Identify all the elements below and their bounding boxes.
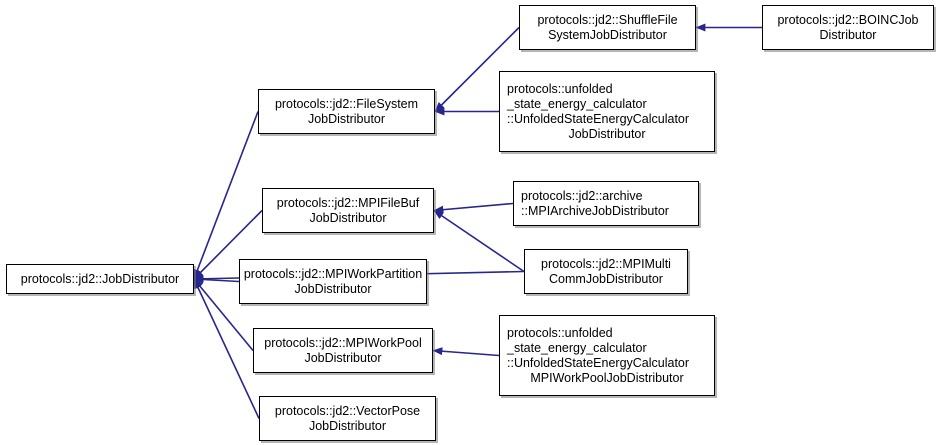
class-node-label-line: protocols::jd2::MPIFileBuf: [276, 195, 420, 210]
inheritance-edge: [193, 278, 260, 419]
inheritance-edge: [434, 26, 520, 113]
inheritance-edge: [433, 209, 525, 273]
class-node-label-line: protocols::unfolded: [507, 325, 613, 340]
class-node-label-line: protocols::jd2::VectorPose: [274, 403, 421, 418]
class-node-label-line: protocols::jd2::archive: [521, 188, 643, 203]
class-node-label-line: JobDistributor: [294, 281, 372, 296]
class-node-label-line: ::UnfoldedStateEnergyCalculator: [507, 111, 690, 126]
class-node-label-line: SystemJobDistributor: [548, 27, 667, 42]
inheritance-edge: [193, 278, 254, 352]
class-node-label-line: _state_energy_calculator: [507, 96, 647, 111]
class-node-mpiarchive[interactable]: protocols::jd2::archive::MPIArchiveJobDi…: [513, 181, 699, 226]
class-node-jobdistributor[interactable]: protocols::jd2::JobDistributor: [6, 264, 194, 294]
class-node-label-line: CommJobDistributor: [549, 271, 663, 286]
class-node-label-line: JobDistributor: [308, 418, 387, 433]
inheritance-edge: [433, 202, 514, 214]
class-node-label-line: ::MPIArchiveJobDistributor: [521, 203, 669, 218]
class-node-label-line: _state_energy_calculator: [507, 340, 647, 355]
class-node-label-line: Distributor: [819, 27, 877, 42]
class-node-label-line: ::UnfoldedStateEnergyCalculator: [507, 355, 690, 370]
class-node-label-line: JobDistributor: [307, 111, 386, 126]
class-node-unfolded-mpiworkpool[interactable]: protocols::unfolded_state_energy_calcula…: [499, 315, 715, 396]
class-node-unfolded-jd[interactable]: protocols::unfolded_state_energy_calcula…: [499, 71, 715, 152]
inheritance-edge: [193, 209, 263, 280]
class-node-label-line: protocols::jd2::ShuffleFile: [537, 12, 678, 27]
class-node-label-line: protocols::jd2::FileSystem: [274, 96, 419, 111]
class-node-label-line: protocols::jd2::MPIMulti: [541, 256, 671, 271]
class-node-label-line: protocols::jd2::MPIWorkPool: [264, 335, 422, 350]
class-node-label-line: JobDistributor: [304, 350, 382, 365]
class-node-label-line: protocols::unfolded: [507, 81, 613, 96]
class-node-label-line: protocols::jd2::MPIWorkPartition: [243, 266, 423, 281]
class-node-label-line: MPIWorkPoolJobDistributor: [530, 370, 684, 385]
class-node-label-line: JobDistributor: [568, 126, 646, 141]
class-node-label-line: protocols::jd2::BOINCJob: [777, 12, 919, 27]
inheritance-edge: [193, 111, 259, 280]
class-node-label-line: protocols::jd2::JobDistributor: [20, 271, 180, 286]
class-node-label-line: JobDistributor: [309, 210, 387, 225]
inheritance-edge: [432, 347, 500, 357]
